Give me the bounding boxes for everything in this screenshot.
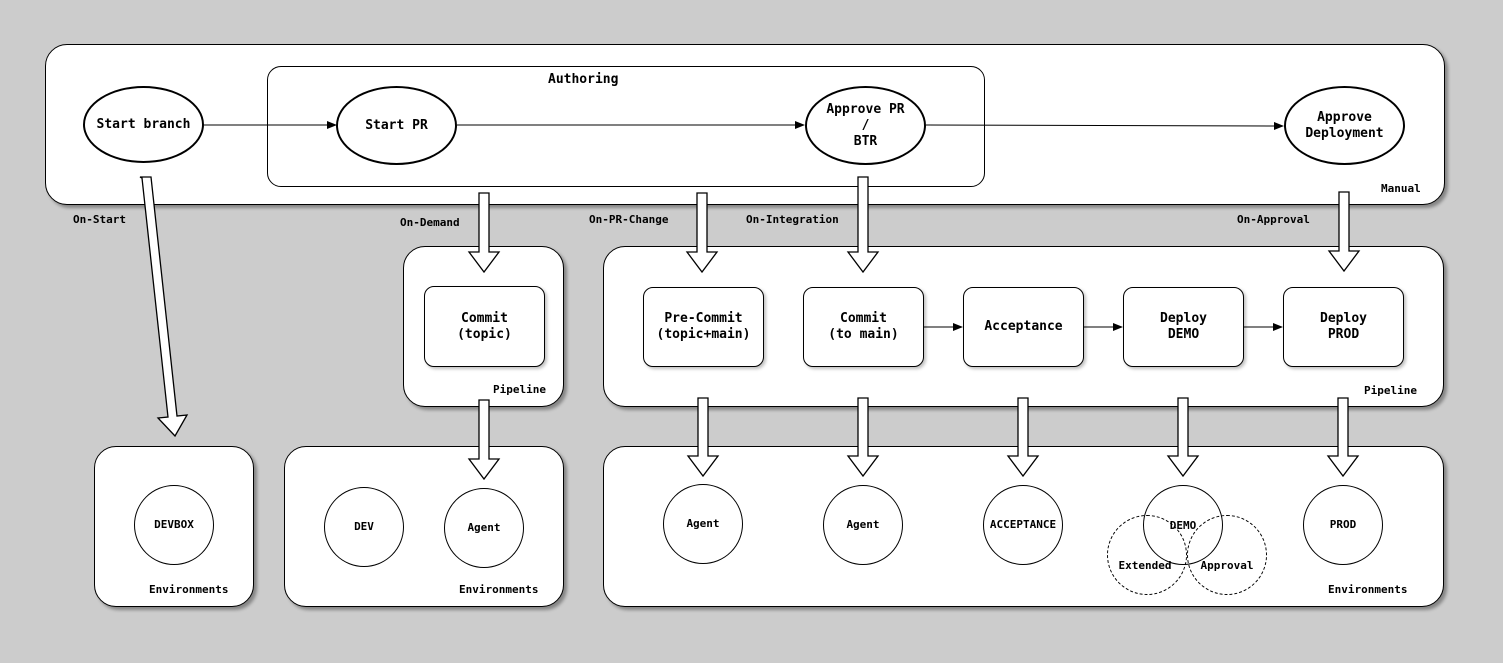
pipeline-main-label: Pipeline [1364,384,1417,397]
pipeline-topic-label: Pipeline [493,383,546,396]
dev-env[interactable]: DEV [324,487,404,567]
prod-env[interactable]: PROD [1303,485,1383,565]
approve-deployment-node[interactable]: Approve Deployment [1284,86,1405,165]
trigger-on-pr-change: On-PR-Change [589,213,669,226]
pre-commit-node[interactable]: Pre-Commit (topic+main) [643,287,764,367]
acceptance-env[interactable]: ACCEPTANCE [983,485,1063,565]
manual-label: Manual [1381,182,1421,195]
env-main-label: Environments [1328,583,1408,596]
devbox-env[interactable]: DEVBOX [134,485,214,565]
deploy-prod-node[interactable]: Deploy PROD [1283,287,1404,367]
agent-env-precommit[interactable]: Agent [663,484,743,564]
deploy-demo-node[interactable]: Deploy DEMO [1123,287,1244,367]
agent-env-commit[interactable]: Agent [823,485,903,565]
trigger-on-start: On-Start [73,213,126,226]
commit-topic-node[interactable]: Commit (topic) [424,286,545,367]
trigger-on-demand: On-Demand [400,216,460,229]
demo-env[interactable]: DEMO [1143,485,1223,565]
trigger-on-integration: On-Integration [746,213,839,226]
env-dev-label: Environments [459,583,539,596]
agent-env-topic[interactable]: Agent [444,488,524,568]
arrow-on-start [139,176,189,438]
env-devbox-label: Environments [149,583,229,596]
trigger-on-approval: On-Approval [1237,213,1310,226]
commit-main-node[interactable]: Commit (to main) [803,287,924,367]
start-branch-node[interactable]: Start branch [83,86,204,163]
acceptance-node[interactable]: Acceptance [963,287,1084,367]
authoring-title: Authoring [548,72,619,87]
start-pr-node[interactable]: Start PR [336,86,457,165]
approve-pr-node[interactable]: Approve PR / BTR [805,86,926,165]
